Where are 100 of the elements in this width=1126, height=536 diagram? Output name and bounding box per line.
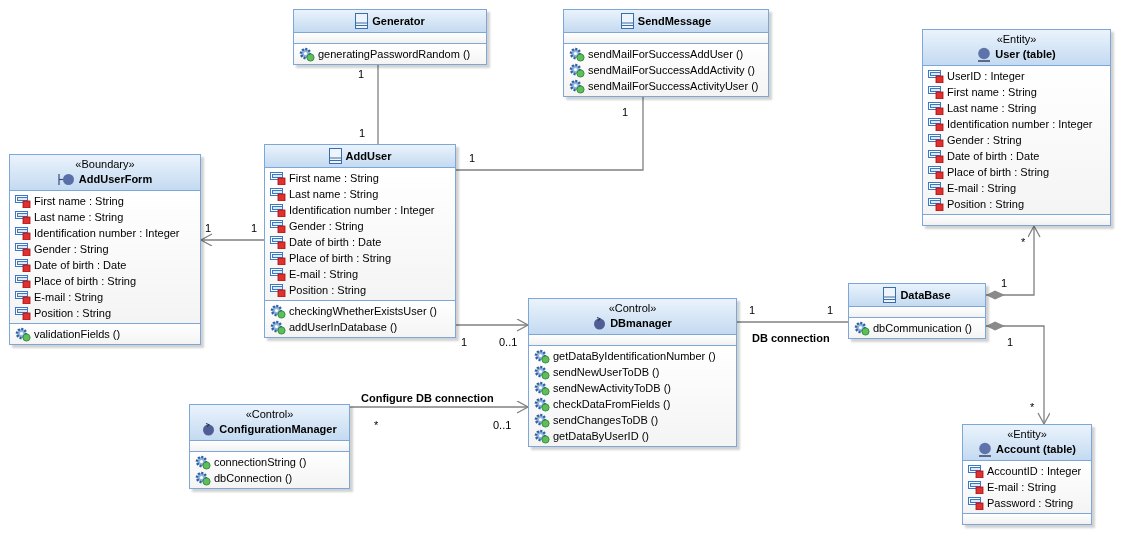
- class-name: SendMessage: [637, 13, 712, 29]
- multiplicity-label: 1: [205, 222, 212, 235]
- association-arrow: [455, 318, 529, 332]
- class-box: [848, 283, 986, 339]
- edge-label: Configure DB connection: [361, 391, 494, 406]
- attribute-text: Position : String: [34, 305, 112, 321]
- class-name: AddUser: [345, 148, 392, 164]
- empty-compartment: [294, 32, 486, 43]
- class-box: [922, 29, 1111, 226]
- stereotype-label: «Control»: [608, 302, 657, 315]
- operation-text: sendMailForSuccessAddActivity (): [588, 62, 755, 78]
- attribute-text: Place of birth : String: [289, 250, 392, 266]
- association-arrow: [349, 400, 529, 414]
- class-box: [9, 154, 201, 345]
- attribute-text: Place of birth : String: [947, 164, 1050, 180]
- attribute-text: Position : String: [947, 196, 1025, 212]
- attribute-compartment: [10, 190, 200, 323]
- operation-text: sendNewUserToDB (): [553, 364, 660, 380]
- attribute-compartment: [923, 65, 1110, 214]
- class-box: [189, 404, 350, 489]
- multiplicity-label: 0..1: [493, 419, 512, 432]
- attribute-text: E-mail : String: [987, 479, 1057, 495]
- stereotype-label: «Entity»: [996, 33, 1037, 46]
- operation-compartment: [529, 345, 736, 446]
- multiplicity-label: 1: [461, 336, 468, 349]
- attribute-text: Last name : String: [34, 209, 124, 225]
- attribute-text: Last name : String: [289, 186, 379, 202]
- operation-text: addUserInDatabase (): [289, 319, 398, 335]
- class-name: ConfigurationManager: [219, 421, 337, 437]
- operation-text: sendMailForSuccessActivityUser (): [588, 78, 759, 94]
- stereotype-label: «Entity»: [1007, 428, 1047, 441]
- attribute-text: Place of birth : String: [34, 273, 137, 289]
- multiplicity-label: 1: [749, 304, 756, 317]
- operation-text: sendNewActivityToDB (): [553, 380, 671, 396]
- operation-text: generatingPasswordRandom (): [318, 46, 471, 62]
- attribute-text: Last name : String: [947, 100, 1037, 116]
- attribute-text: Date of birth : Date: [289, 234, 382, 250]
- operation-text: checkingWhetherExistsUser (): [289, 303, 437, 319]
- attribute-text: Gender : String: [947, 132, 1022, 148]
- multiplicity-label: 1: [359, 127, 366, 140]
- association-arrow: [985, 321, 1051, 425]
- class-box: [962, 424, 1092, 525]
- class-name: DBmanager: [610, 315, 672, 331]
- operation-text: connectionString (): [214, 454, 307, 470]
- multiplicity-label: 1: [469, 152, 476, 165]
- class-box: [563, 9, 769, 97]
- stereotype-label: «Boundary»: [75, 158, 135, 171]
- operation-text: getDataByIdentificationNumber (): [553, 348, 716, 364]
- operation-compartment: [564, 43, 768, 96]
- empty-compartment: [529, 334, 736, 345]
- association-line: [377, 64, 379, 145]
- attribute-text: E-mail : String: [289, 266, 359, 282]
- empty-compartment: [190, 440, 349, 451]
- operation-compartment: [10, 323, 200, 344]
- attribute-text: Identification number : Integer: [947, 116, 1093, 132]
- operation-text: checkDataFromFields (): [553, 396, 671, 412]
- attribute-text: E-mail : String: [34, 289, 104, 305]
- association-arrow: [985, 225, 1041, 300]
- operation-text: validationFields (): [34, 326, 121, 342]
- attribute-text: Gender : String: [289, 218, 364, 234]
- attribute-text: First name : String: [947, 84, 1037, 100]
- attribute-text: Identification number : Integer: [289, 202, 435, 218]
- multiplicity-label: 1: [358, 68, 365, 81]
- attribute-text: Position : String: [289, 282, 367, 298]
- operation-compartment: [294, 43, 486, 64]
- attribute-text: AccountID : Integer: [987, 463, 1082, 479]
- attribute-text: E-mail : String: [947, 180, 1017, 196]
- operation-text: dbCommunication (): [873, 320, 973, 336]
- operation-compartment: [265, 300, 455, 337]
- multiplicity-label: *: [374, 419, 379, 432]
- stereotype-label: «Control»: [245, 408, 294, 421]
- multiplicity-label: 1: [251, 222, 258, 235]
- operation-text: sendChangesToDB (): [553, 412, 659, 428]
- multiplicity-label: 1: [1007, 336, 1014, 349]
- multiplicity-label: 1: [622, 106, 629, 119]
- operation-compartment: [849, 317, 985, 338]
- empty-compartment: [923, 214, 1110, 225]
- operation-text: sendMailForSuccessAddUser (): [588, 46, 744, 62]
- class-box: [528, 298, 737, 447]
- attribute-text: Date of birth : Date: [947, 148, 1040, 164]
- association-arrow: [200, 233, 265, 247]
- operation-compartment: [190, 451, 349, 488]
- empty-compartment: [849, 306, 985, 317]
- association-line: [736, 321, 849, 323]
- multiplicity-label: 1: [1001, 277, 1008, 290]
- attribute-text: UserID : Integer: [947, 68, 1025, 84]
- class-box: [293, 9, 487, 65]
- attribute-text: Date of birth : Date: [34, 257, 127, 273]
- class-name: AddUserForm: [78, 171, 153, 187]
- class-name: Generator: [372, 13, 425, 29]
- empty-compartment: [564, 32, 768, 43]
- operation-text: getDataByUserID (): [553, 428, 649, 444]
- edge-label: DB connection: [752, 331, 830, 346]
- class-name: Account (table): [995, 441, 1077, 457]
- multiplicity-label: *: [1030, 401, 1035, 414]
- attribute-compartment: [265, 167, 455, 300]
- class-name: User (table): [995, 46, 1056, 62]
- class-name: DataBase: [900, 287, 951, 303]
- attribute-text: Password : String: [987, 495, 1074, 511]
- attribute-text: First name : String: [34, 193, 124, 209]
